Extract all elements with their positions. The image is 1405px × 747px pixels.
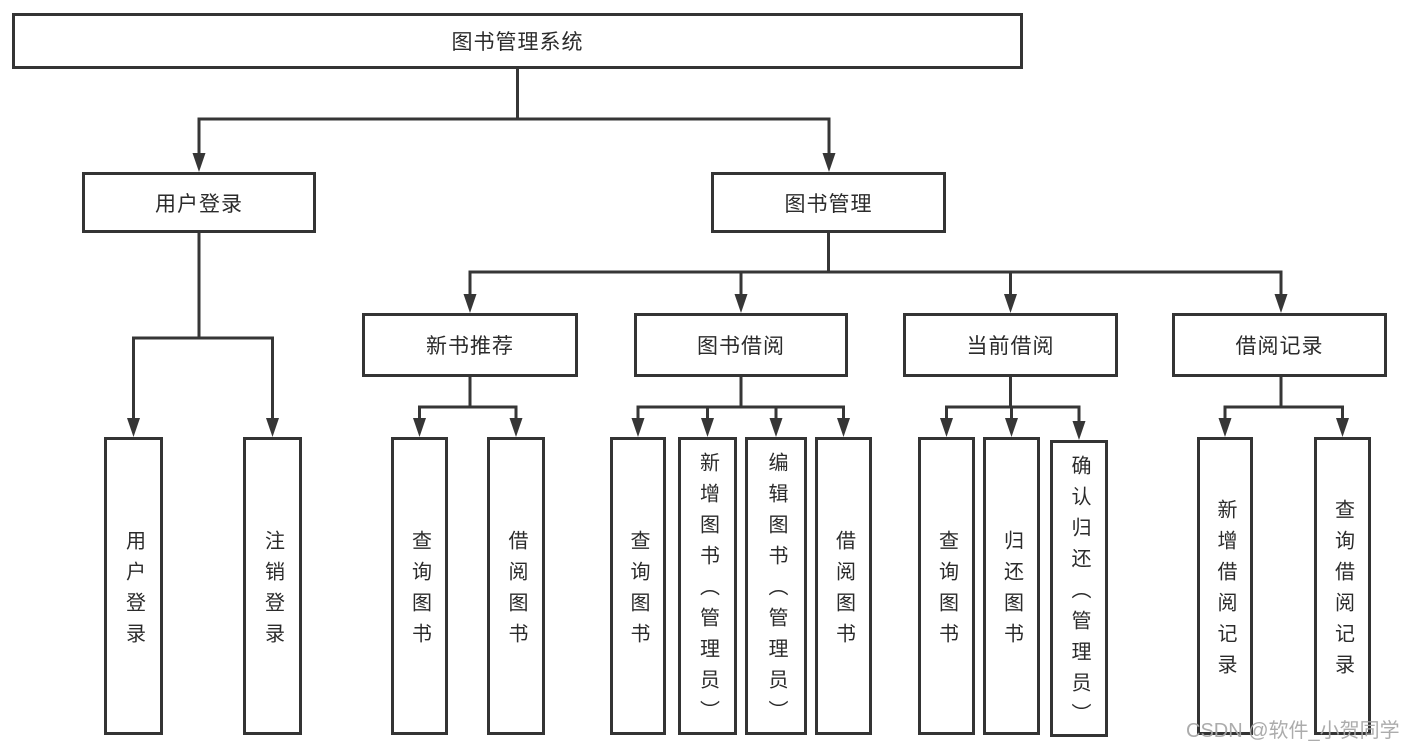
leaf-add-borrow-record: 新增借阅记录 (1197, 437, 1253, 735)
node-user-login: 用户登录 (82, 172, 316, 233)
leaf-borrow-books-2: 借阅图书 (815, 437, 872, 735)
leaf-confirm-return-admin: 确认归还（管理员） (1050, 440, 1108, 737)
arrowhead-icon (734, 294, 748, 313)
node-book-management-label: 图书管理 (784, 192, 873, 216)
leaf-logout: 注销登录 (243, 437, 302, 735)
leaf-borrow-books-2-label: 借阅图书 (832, 529, 855, 654)
leaf-confirm-return-admin-label: 确认归还（管理员） (1068, 454, 1090, 734)
leaf-user-login-label: 用户登录 (122, 529, 145, 654)
arrowhead-icon (192, 153, 206, 172)
node-current-borrowing: 当前借阅 (903, 313, 1118, 377)
arrowhead-icon (1218, 418, 1232, 437)
node-current-borrowing-label: 当前借阅 (966, 335, 1055, 358)
leaf-logout-label: 注销登录 (261, 529, 284, 654)
node-borrowing-records-label: 借阅记录 (1235, 335, 1324, 358)
leaf-edit-books-admin-label: 编辑图书（管理员） (765, 452, 787, 731)
node-new-book-recommend-label: 新书推荐 (426, 335, 514, 358)
node-book-borrowing-label: 图书借阅 (697, 335, 785, 358)
node-new-book-recommend: 新书推荐 (362, 313, 578, 377)
arrowhead-icon (1004, 294, 1017, 313)
arrowhead-icon (127, 418, 140, 437)
leaf-borrow-books-1: 借阅图书 (487, 437, 545, 735)
leaf-add-books-admin-label: 新增图书（管理员） (696, 452, 719, 731)
leaf-query-books-3-label: 查询图书 (935, 529, 958, 654)
arrowhead-icon (1005, 418, 1018, 437)
arrowhead-icon (769, 418, 783, 437)
leaf-query-books-2-label: 查询图书 (627, 529, 649, 654)
arrowhead-icon (701, 418, 714, 437)
node-root-label: 图书管理系统 (451, 31, 584, 54)
leaf-query-books-1-label: 查询图书 (408, 529, 431, 654)
arrowhead-icon (837, 418, 850, 437)
node-root: 图书管理系统 (12, 13, 1023, 69)
leaf-return-books: 归还图书 (983, 437, 1040, 735)
arrowhead-icon (463, 294, 477, 313)
arrowhead-icon (940, 418, 953, 437)
leaf-query-books-3: 查询图书 (918, 437, 975, 735)
arrowhead-icon (822, 153, 836, 172)
arrowhead-icon (1336, 418, 1349, 437)
node-book-borrowing: 图书借阅 (634, 313, 848, 377)
leaf-edit-books-admin: 编辑图书（管理员） (745, 437, 807, 735)
arrowhead-icon (413, 418, 426, 437)
node-borrowing-records: 借阅记录 (1172, 313, 1387, 377)
leaf-query-books-1: 查询图书 (391, 437, 448, 735)
leaf-add-books-admin: 新增图书（管理员） (678, 437, 737, 735)
leaf-query-books-2: 查询图书 (610, 437, 666, 735)
arrowhead-icon (1072, 421, 1086, 440)
node-user-login-label: 用户登录 (155, 192, 243, 216)
arrowhead-icon (1274, 294, 1288, 313)
leaf-add-borrow-record-label: 新增借阅记录 (1214, 498, 1236, 685)
csdn-watermark: CSDN @软件_小贺同学 (1186, 720, 1400, 742)
arrowhead-icon (631, 418, 645, 437)
leaf-borrow-books-1-label: 借阅图书 (505, 529, 527, 654)
arrowhead-icon (266, 418, 279, 437)
leaf-query-borrow-record-label: 查询借阅记录 (1331, 498, 1354, 685)
leaf-user-login: 用户登录 (104, 437, 163, 735)
leaf-query-borrow-record: 查询借阅记录 (1314, 437, 1371, 735)
node-book-management: 图书管理 (711, 172, 946, 233)
leaf-return-books-label: 归还图书 (1000, 529, 1023, 654)
arrowhead-icon (509, 418, 523, 437)
